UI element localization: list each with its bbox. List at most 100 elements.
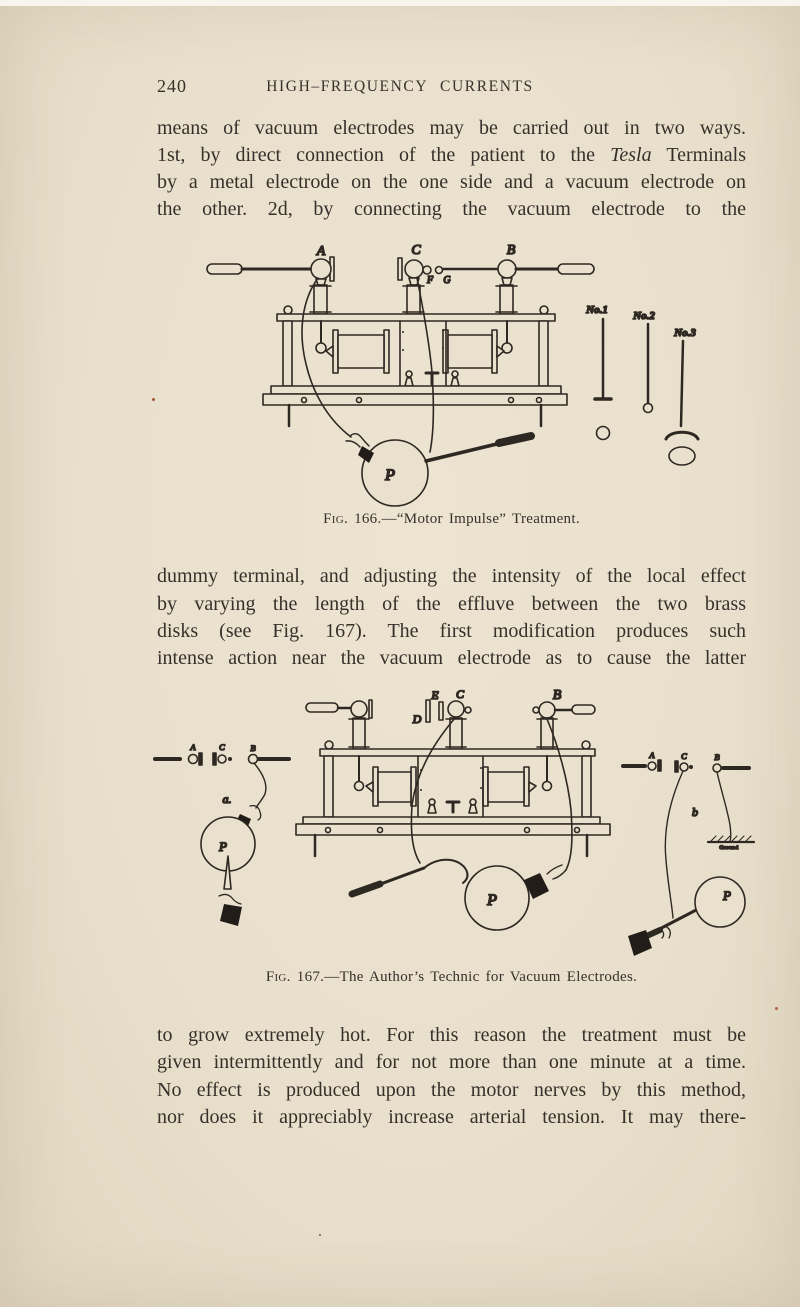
insulator-post [313,284,328,315]
bolt-hole [324,826,332,834]
terminal-ball-c [447,700,465,718]
wire [664,770,684,919]
caption-dash: — [324,969,340,985]
label-electrode-no3: No.3 [673,327,696,339]
frame-corner-ball [324,740,334,750]
coil-cone [365,781,374,793]
figure-167-author-technic-diagram: D E C B P A C B a. P A C B b Ground P [153,686,756,956]
connector-ball [353,780,365,792]
italic-text-run: Tesla [610,144,652,166]
terminal-ball [350,700,368,718]
spark-knob-f [422,265,432,275]
disc [657,759,662,772]
operator-hand [218,893,242,905]
label-left-b: B [250,743,255,753]
label-electrode-no1: No.1 [585,304,608,316]
paper-speck [152,398,155,401]
coil-cone [496,345,505,358]
bolt-hole [523,826,531,834]
body-text-line: dummy terminal, and adjusting the intens… [157,565,746,587]
inset-terminal-b [712,763,722,773]
frame-corner-ball [539,305,549,315]
spark-knob [464,706,472,714]
scan-top-edge [0,0,800,6]
body-text-line: intense action near the vacuum electrode… [157,647,746,669]
disc [212,752,217,766]
terminal-ball-c [404,259,424,279]
label-right-b: B [714,752,719,762]
insulator-post [499,284,514,315]
label-terminal-c: C [411,243,421,258]
label-disc-e: E [430,688,439,702]
disc [368,699,373,719]
body-text-line: disks (see Fig. 167). The first modifica… [157,620,746,642]
page-number: 240 [157,76,187,96]
caption-dash: — [381,511,397,527]
label-terminal-a: A [316,244,326,259]
label-patient-right: P [722,888,731,903]
frame-post [323,755,334,818]
inset-terminal-a [187,753,199,765]
paper-speck [319,1234,321,1236]
body-text-line: the other. 2d, by connecting the vacuum … [157,198,746,220]
figure-166-caption: Fig. 166.—“Motor Impulse” Treatment. [107,511,796,528]
caption-title: The Author’s Technic for Vacuum Electrod… [339,969,638,985]
body-text-line: by varying the length of the effluve bet… [157,593,746,615]
wire [253,762,267,809]
binding-post [428,798,436,806]
label-right-c: C [681,751,687,761]
binding-post [469,798,477,806]
text-run: 1st, by direct connection of the patient… [157,144,611,166]
label-inset-b: b [692,805,698,819]
vacuum-tube-no1-tip [595,425,611,441]
spark-knob [532,706,540,714]
frame-post [282,320,293,387]
base-slab [262,393,568,406]
vacuum-electrode-shaft [646,906,702,937]
label-knob-g: G [443,275,450,286]
wire-from-c [416,277,435,453]
body-text-line: to grow extremely hot. For this reason t… [157,1024,746,1046]
frame-top-bar [319,748,596,757]
disc [674,760,679,773]
connector-ball [315,342,327,354]
terminal-ball-b [497,259,517,279]
electrode-handle [206,263,243,275]
frame-post [581,755,592,818]
label-knob-f: F [426,275,434,286]
patient-circle [361,439,429,507]
caption-label: Fig. 167. [265,969,325,985]
vacuum-tube-no3 [679,339,685,428]
base-slab [295,823,611,836]
hand-sleeve [628,930,652,956]
wire-from-c [410,717,456,864]
label-patient-p: P [384,467,395,484]
coil-body [487,771,525,803]
wire [716,771,732,842]
electrode-handle [557,263,595,275]
body-text-line: means of vacuum electrodes may be carrie… [157,117,746,139]
vacuum-tube-no2-tip [642,402,654,414]
label-electrode-no2: No.2 [632,310,655,322]
label-terminal-c: C [456,687,465,701]
vacuum-electrode-shaft [424,441,503,463]
disc-e [438,701,444,721]
insulator-post [540,717,554,750]
label-inset-a: a. [223,792,232,806]
caption-title: “Motor Impulse” Treatment. [396,511,580,527]
vacuum-electrode-shaft [376,866,426,887]
label-left-a: A [189,742,196,752]
disc [198,752,203,766]
terminal-neck [501,277,513,286]
coil-cone [528,781,537,793]
inset-terminal-a [647,761,657,771]
operator-hand [546,864,567,880]
electrode-contact [358,446,374,463]
binding-post [451,370,459,378]
label-disc-d: D [412,712,422,726]
operator-hand [249,804,262,821]
label-terminal-b: B [507,243,516,258]
label-patient-left: P [218,839,227,854]
coil-body [377,771,412,803]
disc-d [425,699,431,723]
